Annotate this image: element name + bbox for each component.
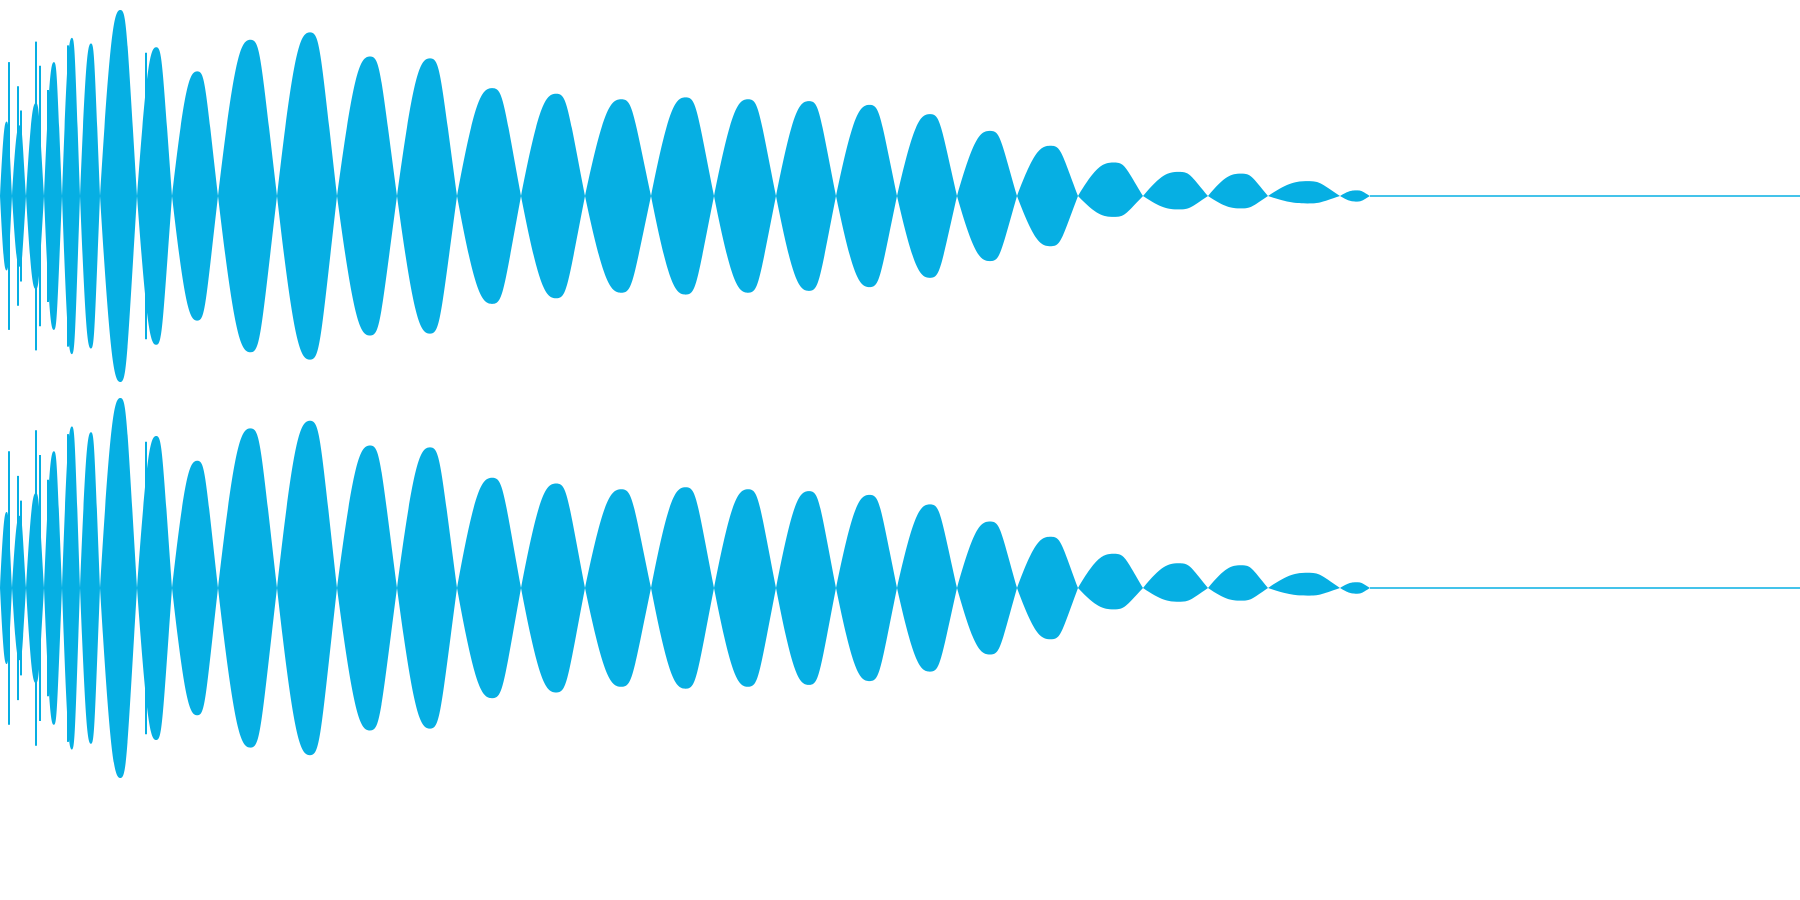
- waveform-lobe: [218, 39, 277, 353]
- waveform-lobe: [1340, 582, 1370, 594]
- waveform-lobe: [521, 483, 585, 693]
- waveform-lobe: [277, 32, 337, 360]
- waveform-lobe: [1078, 553, 1143, 610]
- waveform-lobe: [172, 71, 218, 321]
- waveform-lobe: [1143, 171, 1208, 210]
- waveform-lobe: [44, 451, 62, 725]
- waveform-lobe: [80, 43, 100, 349]
- waveform-lobe: [44, 62, 62, 330]
- waveform-lobe: [337, 445, 397, 731]
- waveform-lobe: [397, 58, 457, 334]
- waveform-lobe: [957, 130, 1017, 262]
- waveform-lobe: [1268, 572, 1340, 596]
- waveform-lobe: [137, 436, 172, 740]
- waveform-lobe: [172, 460, 218, 716]
- waveform-lobe: [80, 432, 100, 744]
- waveform-channel-1: [0, 10, 1800, 382]
- waveform-lobe: [897, 114, 957, 278]
- waveform-lobe: [897, 504, 957, 672]
- waveform-lobe: [836, 104, 897, 288]
- waveform-lobe: [137, 47, 172, 345]
- waveform-lobe: [1017, 145, 1078, 247]
- waveform-channel-2: [0, 398, 1800, 778]
- waveform-lobe: [1143, 563, 1208, 602]
- waveform-lobe: [521, 93, 585, 299]
- waveform-lobe: [457, 477, 521, 699]
- waveform-lobe: [651, 487, 714, 689]
- waveform-lobe: [776, 101, 836, 291]
- waveform-lobe: [277, 420, 337, 756]
- waveform-lobe: [585, 99, 651, 293]
- waveform-lobe: [337, 56, 397, 336]
- waveform-lobe: [714, 99, 776, 293]
- waveform-lobe: [836, 494, 897, 682]
- waveform-lobe: [1208, 173, 1268, 209]
- waveform-lobe: [62, 37, 80, 355]
- waveform-lobe: [62, 426, 80, 750]
- waveform-lobe: [457, 88, 521, 304]
- waveform-lobe: [1208, 565, 1268, 601]
- waveform-lobe: [1340, 190, 1370, 202]
- waveform-lobe: [957, 521, 1017, 655]
- waveform-lobe: [714, 489, 776, 687]
- waveform-lobe: [585, 489, 651, 687]
- waveform-lobe: [1078, 162, 1143, 217]
- waveform-lobe: [1017, 536, 1078, 640]
- waveform-lobe: [1268, 181, 1340, 204]
- waveform-lobe: [397, 447, 457, 729]
- waveform-lobe: [776, 491, 836, 685]
- waveform-lobe: [651, 97, 714, 295]
- waveform-lobe: [218, 428, 277, 748]
